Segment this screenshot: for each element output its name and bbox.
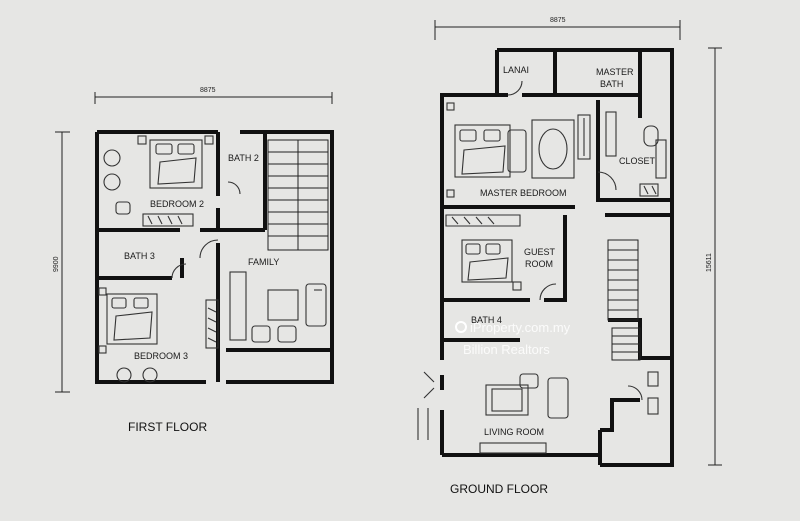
guest-room-walls [442,215,567,302]
ground-floor-plan: 8875 15611 [417,17,722,496]
room-label-bedroom-2: BEDROOM 2 [150,199,204,209]
first-floor-width-dim: 8875 [200,87,216,94]
ground-floor-height-dim: 15611 [706,253,713,272]
room-label-master-bath-line1: MASTER [596,67,634,77]
master-bath-closet-fixtures [597,111,667,197]
living-room-furniture [417,371,659,454]
room-label-bath-4: BATH 4 [471,315,502,325]
room-label-lanai: LANAI [503,65,529,75]
ground-floor-outer-walls [440,48,674,467]
bedroom3-furniture [98,287,219,383]
room-label-bedroom-3: BEDROOM 3 [134,351,188,361]
bath3-wall [97,258,184,280]
watermark-site: iProperty.com.my [470,320,571,335]
master-bedroom-furniture [445,102,591,227]
room-label-guest-line1: GUEST [524,247,556,257]
first-floor-plan: 8875 9900 [53,87,334,434]
guest-room-furniture [461,239,557,301]
room-label-living-room: LIVING ROOM [484,427,544,437]
ground-floor-width-dim: 8875 [550,17,566,24]
ground-floor-stair [607,239,641,361]
lanai-bath-walls [497,50,642,118]
closet-walls [596,100,672,202]
family-furniture [199,239,327,343]
bath2-door-swing [227,181,241,195]
first-floor-title: FIRST FLOOR [128,420,207,434]
room-label-master-bedroom: MASTER BEDROOM [480,188,567,198]
room-label-bath-2: BATH 2 [228,153,259,163]
room-label-closet: CLOSET [619,156,656,166]
room-label-guest-line2: ROOM [525,259,553,269]
room-label-bath-3: BATH 3 [124,251,155,261]
first-floor-height-dim: 9900 [53,256,60,272]
location-pin-icon [455,321,467,333]
bath3-door-swing [171,263,187,279]
room-label-family: FAMILY [248,257,279,267]
bedroom2-furniture [103,135,214,227]
first-floor-outer-walls [95,130,334,384]
room-label-master-bath-line2: BATH [600,79,623,89]
first-floor-stair [267,139,329,251]
lanai-door-swing [507,80,523,96]
watermark-agency: Billion Realtors [463,342,550,357]
ground-floor-title: GROUND FLOOR [450,482,548,496]
watermark: iProperty.com.my Billion Realtors [455,320,571,357]
living-room-step-wall [600,398,640,432]
